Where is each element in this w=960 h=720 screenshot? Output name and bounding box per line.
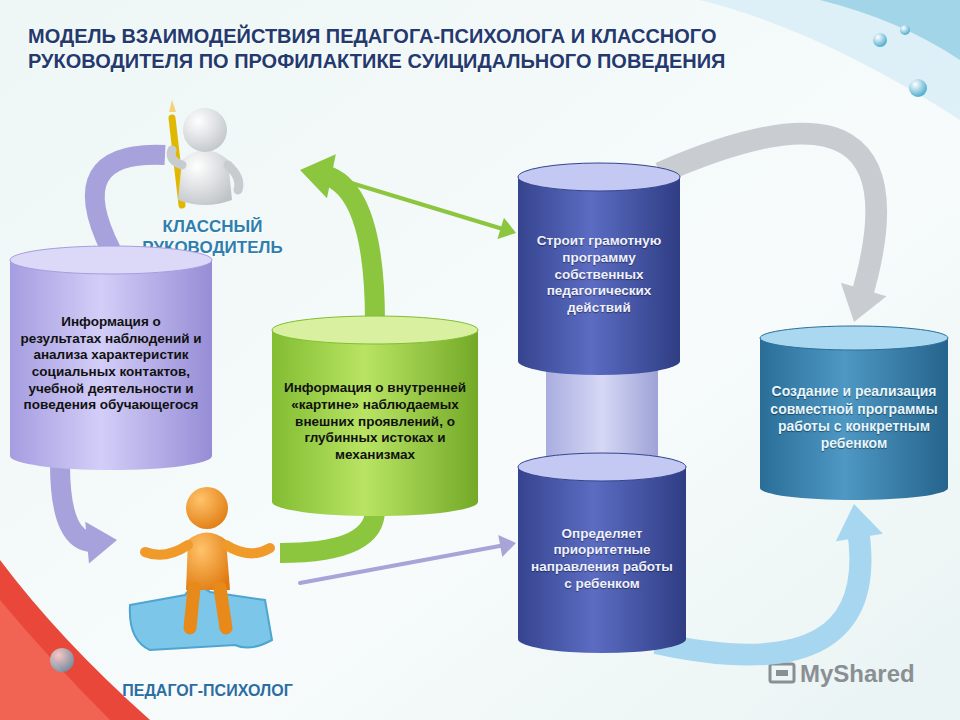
cylinder-box: Строит грамотную программу собственных п… — [518, 163, 680, 375]
arrow-line — [322, 174, 375, 322]
box-text: Создание и реализация совместной програм… — [770, 383, 938, 452]
figure-node: КЛАССНЫЙ РУКОВОДИТЕЛЬ — [125, 100, 300, 258]
box-text: Информация о результатах наблюдений и ан… — [20, 314, 202, 414]
cylinder-box: Информация о результатах наблюдений и ан… — [10, 246, 212, 470]
flow-arrow — [95, 155, 165, 250]
arrow-head — [836, 504, 883, 541]
arrow-line — [95, 155, 165, 250]
teacher-figure — [169, 100, 239, 205]
role-label: ПЕДАГОГ-ПСИХОЛОГ — [95, 681, 320, 700]
watermark-icon — [770, 664, 794, 682]
flow-arrow — [315, 172, 516, 239]
arrow-line — [660, 134, 876, 300]
arrow-head — [498, 535, 516, 557]
arrow-line — [656, 528, 860, 655]
cylinder-box: Информация о внутренней «картине» наблюд… — [272, 316, 478, 516]
arrow-line — [300, 545, 505, 583]
arrow-line — [280, 510, 375, 553]
flow-arrow — [660, 134, 887, 322]
flow-arrow — [656, 504, 883, 655]
psychologist-figure — [145, 487, 270, 628]
arrow-head — [497, 218, 516, 239]
arrow-head — [841, 283, 887, 322]
box-text: Определяет приоритетные направления рабо… — [528, 526, 676, 593]
arrow-line — [315, 172, 505, 230]
box-text: Информация о внутренней «картине» наблюд… — [282, 380, 468, 464]
figure-node: ПЕДАГОГ-ПСИХОЛОГ — [95, 478, 320, 700]
puzzle-piece — [130, 587, 272, 650]
flow-arrow — [300, 535, 516, 583]
watermark: MyShared — [800, 660, 915, 688]
box-text: Строит грамотную программу собственных п… — [528, 233, 670, 317]
flow-arrow — [60, 464, 117, 564]
cylinder-box: Определяет приоритетные направления рабо… — [518, 453, 686, 653]
diagram-title: МОДЕЛЬ ВЗАИМОДЕЙСТВИЯ ПЕДАГОГА-ПСИХОЛОГА… — [28, 24, 728, 74]
arrow-head — [85, 522, 117, 564]
cylinder-box: Создание и реализация совместной програм… — [760, 326, 948, 500]
flow-arrow — [280, 510, 375, 553]
figure-label-wrap: ПЕДАГОГ-ПСИХОЛОГ — [95, 681, 320, 700]
